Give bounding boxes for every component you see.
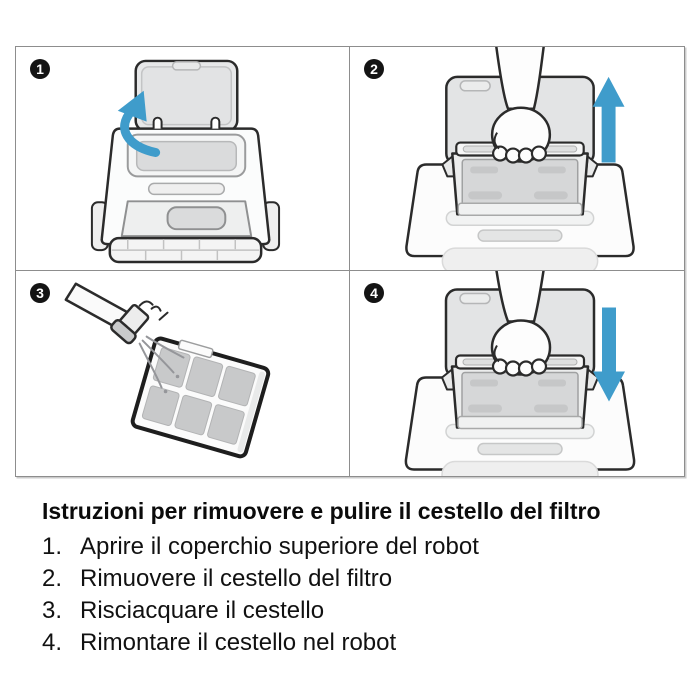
instructions-list: 1. Aprire il coperchio superiore del rob… bbox=[42, 531, 672, 659]
item-number: 1. bbox=[42, 533, 63, 560]
open-lid bbox=[134, 59, 239, 132]
item-text: Risciacquare il cestello bbox=[80, 597, 325, 624]
panel-step-2: 2 bbox=[350, 47, 684, 271]
item-number: 3. bbox=[42, 597, 63, 624]
insert-basket-illustration bbox=[404, 271, 636, 476]
item-number: 4. bbox=[42, 629, 63, 656]
item-text: Rimuovere il cestello del filtro bbox=[80, 565, 393, 592]
rinse-basket-illustration bbox=[64, 282, 271, 459]
hand bbox=[490, 271, 552, 377]
down-arrow-icon bbox=[593, 307, 625, 402]
steps-panel-grid: 1 bbox=[15, 46, 685, 477]
step-2-badge: 2 bbox=[364, 59, 384, 79]
filter-basket bbox=[441, 141, 599, 216]
open-lid-arrow-icon bbox=[117, 90, 161, 158]
instruction-item-4: 4. Rimontare il cestello nel robot bbox=[42, 627, 672, 659]
water-spray bbox=[138, 335, 185, 394]
step-3-badge: 3 bbox=[30, 283, 50, 303]
up-arrow-icon bbox=[592, 76, 625, 163]
panel-step-3: 3 bbox=[16, 271, 350, 476]
lift-basket-illustration bbox=[405, 47, 635, 270]
hand bbox=[490, 47, 552, 164]
robot-open-lid-illustration bbox=[90, 59, 281, 264]
panel-step-4: 4 bbox=[350, 271, 684, 476]
instructions-title: Istruzioni per rimuovere e pulire il ces… bbox=[42, 498, 601, 524]
instruction-item-3: 3. Risciacquare il cestello bbox=[42, 595, 672, 627]
step-4-badge: 4 bbox=[364, 283, 384, 303]
item-text: Aprire il coperchio superiore del robot bbox=[80, 533, 479, 560]
instruction-item-1: 1. Aprire il coperchio superiore del rob… bbox=[42, 531, 672, 563]
instructions-block: Istruzioni per rimuovere e pulire il ces… bbox=[42, 497, 672, 659]
filter-basket bbox=[130, 336, 271, 459]
item-number: 2. bbox=[42, 565, 63, 592]
water-hose bbox=[64, 282, 169, 345]
item-text: Rimontare il cestello nel robot bbox=[80, 629, 397, 656]
step-1-badge: 1 bbox=[30, 59, 50, 79]
instruction-item-2: 2. Rimuovere il cestello del filtro bbox=[42, 563, 672, 595]
panel-step-1: 1 bbox=[16, 47, 350, 271]
